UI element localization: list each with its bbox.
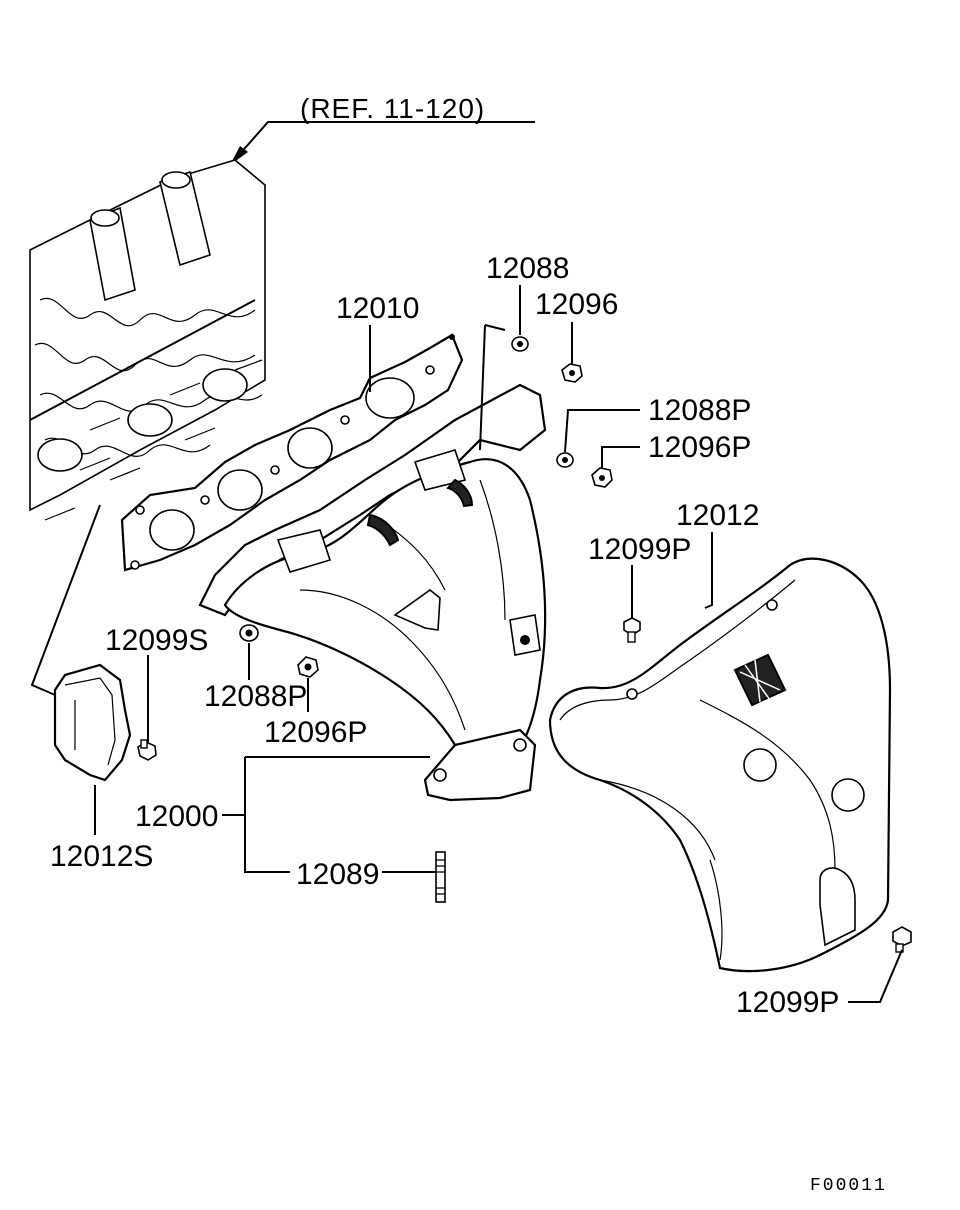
exhaust-manifold bbox=[198, 383, 547, 802]
manifold-gasket bbox=[120, 333, 464, 572]
callout-12088P-lower: 12088P bbox=[204, 680, 307, 713]
callout-12010: 12010 bbox=[336, 292, 419, 325]
callout-12096-top: 12096 bbox=[535, 288, 618, 321]
figure-code: F00011 bbox=[810, 1176, 887, 1196]
callout-12088P-right: 12088P bbox=[648, 394, 751, 427]
heat-protector bbox=[548, 557, 892, 973]
reference-leader-line bbox=[229, 121, 535, 166]
callout-12096P-right: 12096P bbox=[648, 431, 751, 464]
callout-12089: 12089 bbox=[296, 858, 379, 891]
callout-12099P-bottom: 12099P bbox=[736, 986, 839, 1019]
callout-12099P-mid: 12099P bbox=[588, 533, 691, 566]
small-heat-protector bbox=[53, 663, 132, 782]
reference-callout: (REF. 11-120) bbox=[229, 93, 535, 166]
fasteners bbox=[137, 336, 912, 953]
callout-12012: 12012 bbox=[676, 499, 759, 532]
bolt-12099P-bottom bbox=[892, 926, 912, 947]
part-labels: 12088 12096 12010 12088P 12096P 12012 12… bbox=[50, 252, 839, 1019]
cylinder-head bbox=[29, 159, 266, 521]
callout-12096P-lower: 12096P bbox=[264, 716, 367, 749]
callout-12000: 12000 bbox=[135, 800, 218, 833]
reference-label: (REF. 11-120) bbox=[300, 93, 485, 124]
callout-12012S: 12012S bbox=[50, 840, 153, 873]
stud-12089 bbox=[435, 851, 446, 903]
callout-12099S: 12099S bbox=[105, 624, 208, 657]
leader-lines bbox=[30, 285, 903, 1003]
callout-12088-top: 12088 bbox=[486, 252, 569, 285]
